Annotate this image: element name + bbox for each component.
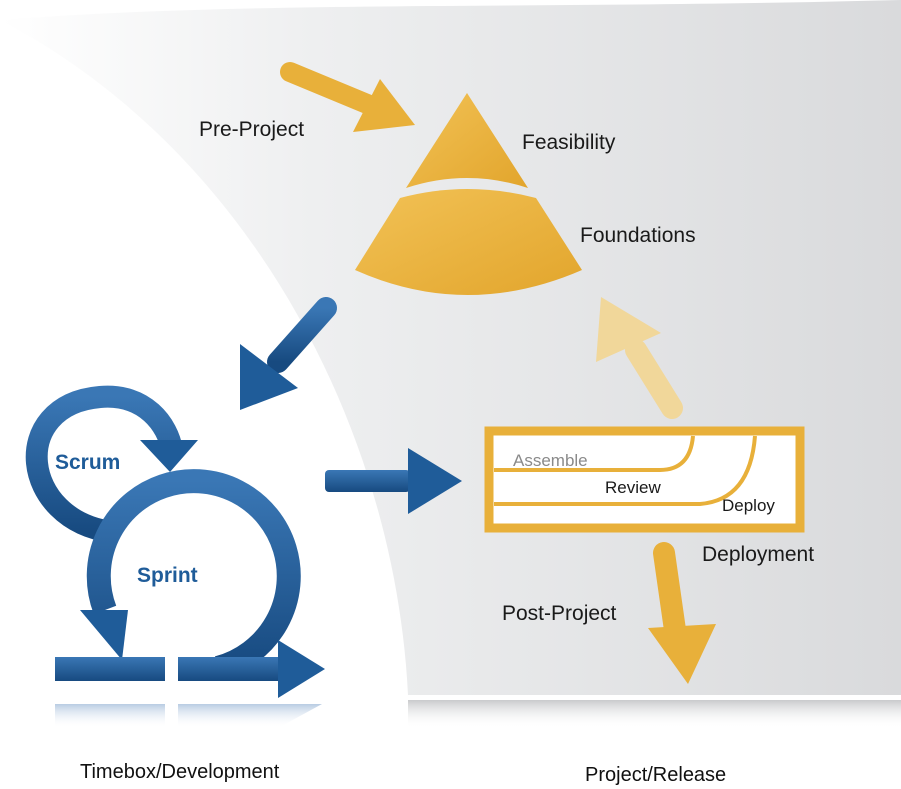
post-project-label: Post-Project (502, 602, 617, 625)
feasibility-stage (406, 93, 528, 188)
feasibility-label: Feasibility (522, 131, 616, 154)
deployment-label: Deployment (702, 543, 814, 566)
foundations-stage (355, 189, 582, 295)
assemble-label: Assemble (513, 451, 588, 470)
footer-left-label: Timebox/Development (80, 761, 280, 783)
deploy-label: Deploy (722, 496, 775, 515)
sprint-floor-reflection (55, 704, 322, 728)
foundations-to-sprint-arrow-icon (240, 297, 337, 410)
post-project-arrow-icon (648, 542, 716, 684)
pre-project-arrow-icon (280, 62, 415, 132)
review-label: Review (605, 478, 661, 497)
scrum-loop-icon (25, 385, 198, 543)
deployment-to-foundations-arrow-icon (596, 297, 683, 419)
foundations-label: Foundations (580, 224, 696, 247)
sprint-label: Sprint (137, 564, 198, 587)
scrum-label: Scrum (55, 451, 120, 474)
project-release-panel (0, 0, 901, 695)
sprint-loop-icon (55, 469, 325, 698)
deployment-box (484, 426, 805, 533)
panel-floor-reflection (408, 700, 901, 728)
footer-right-label: Project/Release (585, 764, 726, 786)
sprint-to-deployment-arrow-icon (325, 448, 462, 514)
feasibility-foundations-pyramid (355, 93, 582, 295)
pre-project-label: Pre-Project (199, 118, 304, 141)
